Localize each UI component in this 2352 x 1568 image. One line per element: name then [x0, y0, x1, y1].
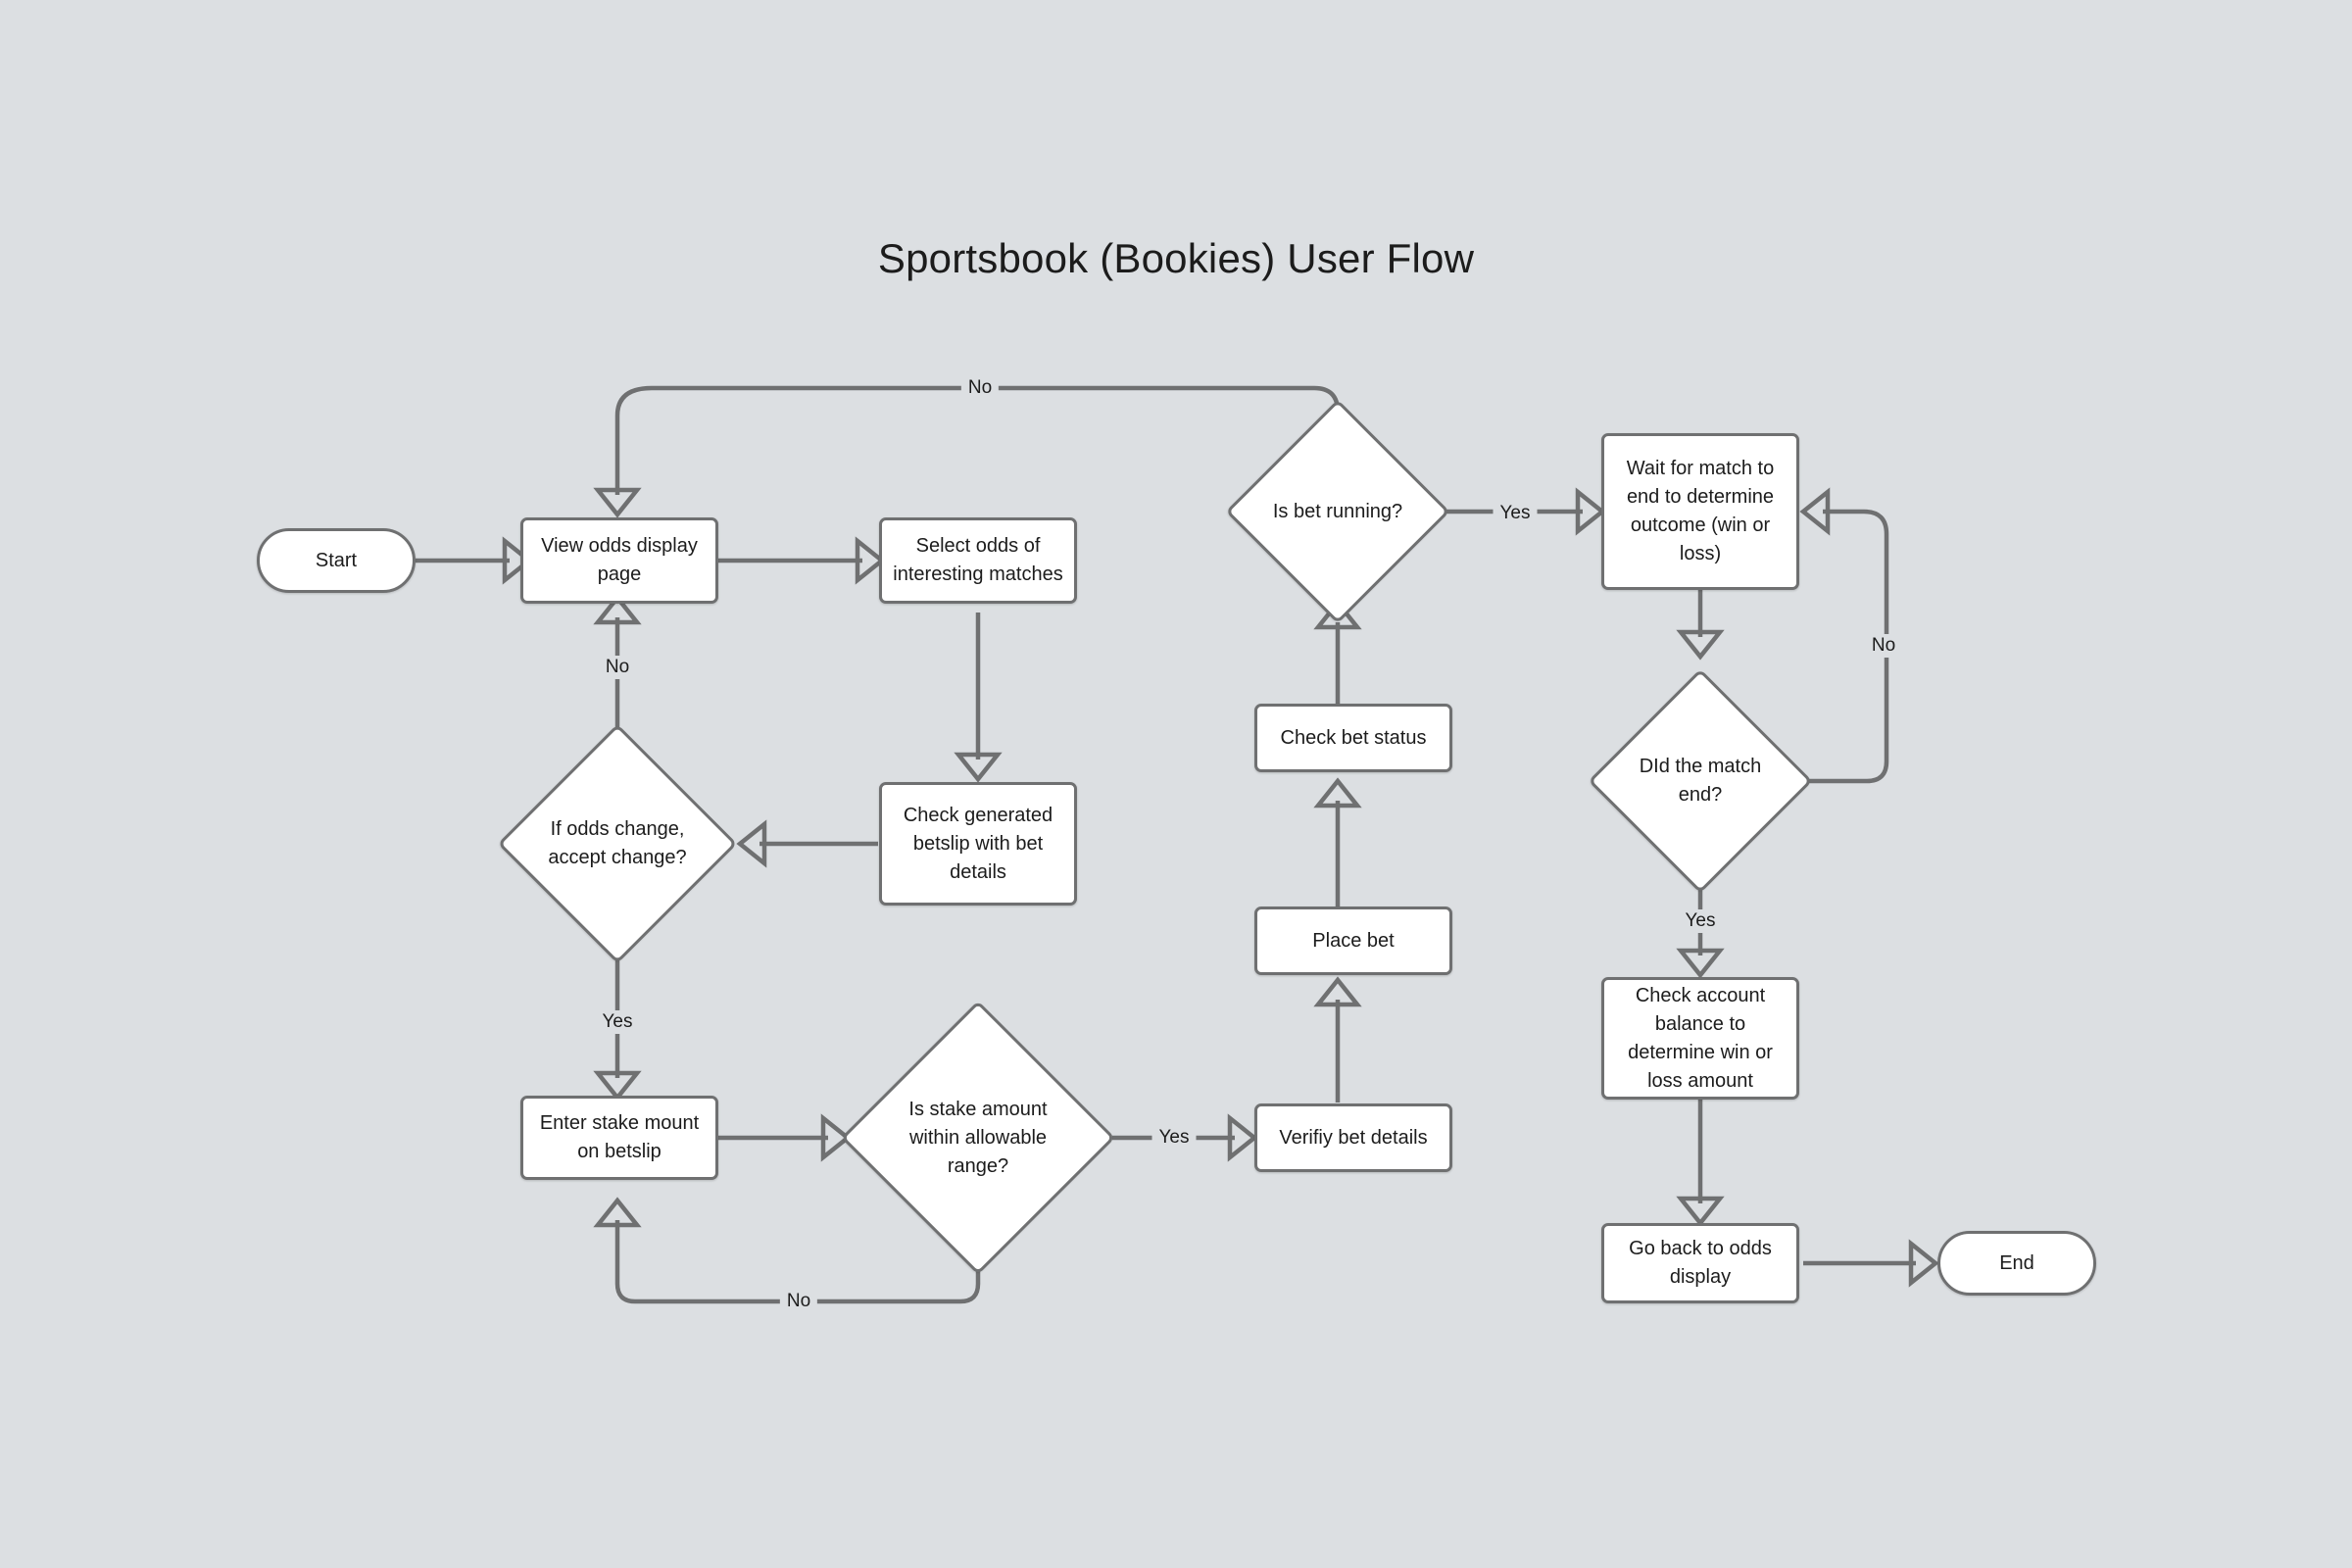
node-select-odds[interactable]: Select odds of interesting matches: [879, 517, 1077, 604]
edge-label-stake-range-yes: Yes: [1152, 1126, 1197, 1150]
node-go-back-to-odds-display-label: Go back to odds display: [1629, 1238, 1772, 1288]
node-is-bet-running-label: Is bet running?: [1272, 500, 1403, 522]
node-start-label: Start: [315, 549, 358, 571]
arrowhead-odds-change-yes-to-enter-stake: [593, 1070, 642, 1102]
arrowhead-match-end-yes-to-check-balance: [1676, 948, 1725, 979]
edge-label-match-end-no: No: [1864, 634, 1903, 658]
page-title: Sportsbook (Bookies) User Flow: [877, 235, 1475, 281]
arrowhead-bet-running-yes-to-wait-match: [1575, 487, 1606, 536]
node-enter-stake-mount-label: Enter stake mount on betslip: [539, 1112, 700, 1162]
node-place-bet-label: Place bet: [1312, 929, 1395, 952]
arrowhead-stake-range-yes-to-verify-bet: [1227, 1113, 1258, 1162]
node-is-stake-within-range-label: Is stake amount within allowable range?: [908, 1098, 1048, 1177]
node-check-generated-betslip-label: Check generated betslip with bet details: [903, 804, 1054, 883]
arrowhead-match-end-no-to-wait-match: [1799, 487, 1831, 536]
arrowhead-stake-range-no-to-enter-stake: [593, 1197, 642, 1228]
node-if-odds-change-label: If odds change, accept change?: [548, 818, 687, 868]
node-wait-for-match-label: Wait for match to end to determine outco…: [1626, 458, 1775, 564]
edge-label-odds-change-no: No: [598, 656, 637, 679]
arrowhead-go-back-to-end: [1908, 1239, 1939, 1288]
node-view-odds-display-page-label: View odds display page: [541, 535, 698, 585]
arrowhead-check-betslip-to-odds-change: [736, 819, 767, 868]
node-wait-for-match[interactable]: Wait for match to end to determine outco…: [1601, 433, 1799, 590]
node-verify-bet-details[interactable]: Verifiy bet details: [1254, 1103, 1452, 1172]
node-go-back-to-odds-display[interactable]: Go back to odds display: [1601, 1223, 1799, 1303]
node-enter-stake-mount[interactable]: Enter stake mount on betslip: [520, 1096, 718, 1180]
node-did-match-end[interactable]: DId the match end?: [1588, 668, 1813, 894]
node-view-odds-display-page[interactable]: View odds display page: [520, 517, 718, 604]
node-end-label: End: [1999, 1251, 2034, 1274]
node-start[interactable]: Start: [257, 528, 416, 593]
node-verify-bet-details-label: Verifiy bet details: [1279, 1126, 1428, 1149]
node-check-generated-betslip[interactable]: Check generated betslip with bet details: [879, 782, 1077, 906]
edge-label-bet-running-yes: Yes: [1493, 502, 1538, 525]
node-check-bet-status-label: Check bet status: [1280, 726, 1427, 749]
arrowhead-place-bet-to-check-status: [1313, 777, 1362, 808]
arrowhead-bet-running-no-to-view-odds: [593, 487, 642, 518]
edge-label-stake-range-no: No: [779, 1290, 818, 1313]
node-check-account-balance-label: Check account balance to determine win o…: [1628, 984, 1773, 1092]
node-is-bet-running[interactable]: Is bet running?: [1225, 399, 1450, 624]
node-end[interactable]: End: [1937, 1231, 2096, 1296]
node-place-bet[interactable]: Place bet: [1254, 906, 1452, 975]
node-check-account-balance[interactable]: Check account balance to determine win o…: [1601, 977, 1799, 1100]
arrowhead-select-odds-to-check-betslip: [954, 752, 1003, 783]
node-if-odds-change[interactable]: If odds change, accept change?: [497, 723, 738, 964]
node-did-match-end-label: DId the match end?: [1639, 756, 1762, 806]
edge-label-match-end-yes: Yes: [1678, 909, 1723, 933]
arrowhead-wait-match-to-match-end: [1676, 629, 1725, 661]
node-check-bet-status[interactable]: Check bet status: [1254, 704, 1452, 772]
arrowhead-verify-bet-to-place-bet: [1313, 976, 1362, 1007]
node-select-odds-label: Select odds of interesting matches: [893, 535, 1063, 585]
edge-label-bet-running-no: No: [960, 376, 1000, 400]
arrowhead-check-balance-to-go-back: [1676, 1196, 1725, 1227]
edge-label-odds-change-yes: Yes: [595, 1010, 640, 1034]
node-is-stake-within-range[interactable]: Is stake amount within allowable range?: [840, 1000, 1116, 1276]
